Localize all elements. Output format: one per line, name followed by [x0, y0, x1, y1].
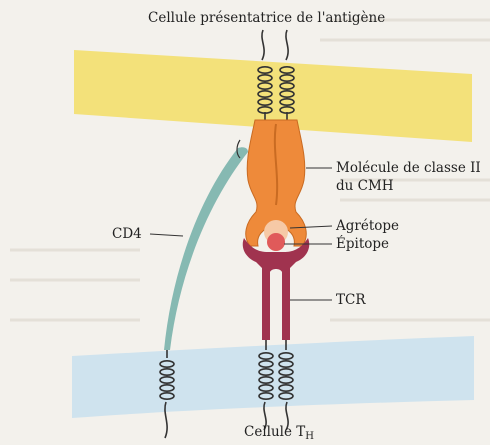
th-cell-label: Cellule TH [244, 424, 314, 445]
th-membrane [72, 336, 474, 418]
th-cell-label-subscript: H [305, 431, 314, 442]
epitope [267, 233, 285, 251]
cd4 [164, 147, 248, 350]
epitope-label: Épitope [336, 236, 389, 252]
tcr [243, 238, 310, 340]
tcr-label: TCR [336, 292, 366, 308]
mhc-label-line2: du CMH [336, 178, 394, 194]
agretope-label: Agrétope [336, 218, 399, 234]
cd4-label: CD4 [112, 226, 142, 242]
apc-label: Cellule présentatrice de l'antigène [148, 10, 385, 26]
th-cell-label-main: Cellule T [244, 424, 305, 440]
mhc-label-line1: Molécule de classe II [336, 160, 481, 176]
